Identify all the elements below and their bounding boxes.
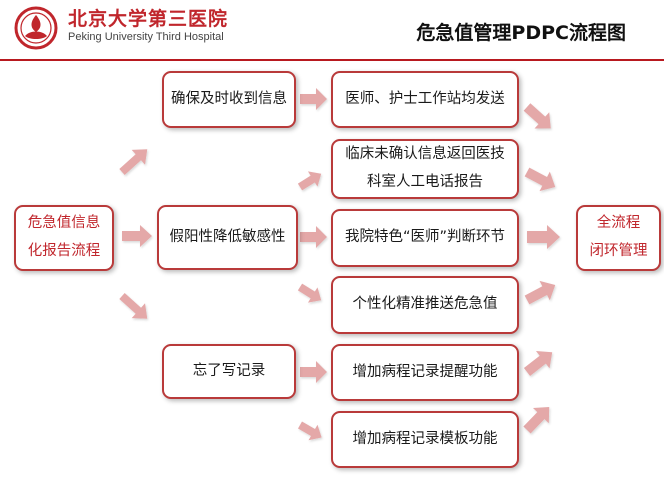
problem-box-1: 确保及时收到信息 [162, 71, 296, 128]
outcome-line-1: 全流程 [596, 215, 641, 232]
measure-box-6: 增加病程记录模板功能 [331, 411, 519, 468]
page-title: 危急值管理PDPC流程图 [416, 22, 626, 44]
measure-box-1: 医师、护士工作站均发送 [331, 71, 519, 128]
hospital-name-en: Peking University Third Hospital [68, 31, 224, 43]
arrow-problem-3-to-measure-6 [298, 421, 322, 441]
measure-3-line-1: 我院特色“医师”判断环节 [344, 229, 506, 246]
measure-box-4: 个性化精准推送危急值 [331, 276, 519, 334]
measure-5-line-1: 增加病程记录提醒功能 [352, 363, 498, 380]
problem-box-2: 假阳性降低敏感性 [157, 205, 298, 270]
arrow-start-to-problem-1 [119, 149, 148, 175]
arrow-problem-3-to-measure-5 [300, 361, 327, 383]
arrow-start-to-problem-3 [119, 293, 148, 319]
hospital-logo-icon [14, 6, 58, 50]
problem-label-3: 忘了写记录 [192, 362, 266, 379]
arrow-start-to-problem-2 [122, 225, 152, 247]
measure-2-line-2: 科室人工电话报告 [367, 174, 483, 190]
measure-box-5: 增加病程记录提醒功能 [331, 344, 519, 401]
header: 北京大学第三医院 Peking University Third Hospita… [0, 0, 664, 60]
arrow-measure-3-to-outcome [527, 225, 560, 249]
arrow-measure-5-to-outcome [523, 351, 553, 376]
measure-6-line-1: 增加病程记录模板功能 [352, 430, 498, 447]
hospital-name-cn: 北京大学第三医院 [68, 8, 229, 30]
measure-2-line-1: 临床未确认信息返回医技 [345, 146, 505, 163]
start-line-2: 化报告流程 [27, 243, 101, 259]
header-divider [0, 59, 664, 61]
problem-box-3: 忘了写记录 [162, 344, 296, 399]
measure-box-3: 我院特色“医师”判断环节 [331, 209, 519, 267]
measure-1-line-1: 医师、护士工作站均发送 [345, 90, 505, 107]
arrow-problem-2-to-measure-2 [297, 171, 322, 191]
arrow-measure-2-to-outcome [524, 167, 556, 192]
measure-4-line-1: 个性化精准推送危急值 [352, 296, 498, 313]
start-line-1: 危急值信息 [27, 215, 101, 232]
problem-label-1: 确保及时收到信息 [171, 90, 287, 107]
outcome-line-2: 闭环管理 [589, 243, 648, 259]
problem-label-2: 假阳性降低敏感性 [169, 228, 286, 245]
arrow-problem-1-to-measure-1 [300, 88, 327, 110]
arrow-problem-2-to-measure-4 [297, 283, 322, 303]
arrow-measure-4-to-outcome [524, 280, 556, 305]
arrow-problem-2-to-measure-3 [300, 226, 327, 248]
outcome-box: 全流程 闭环管理 [576, 205, 661, 271]
arrow-measure-1-to-outcome [523, 103, 551, 129]
arrow-group [119, 88, 560, 441]
start-box: 危急值信息 化报告流程 [14, 205, 114, 271]
arrow-measure-6-to-outcome [523, 406, 550, 434]
measure-box-2: 临床未确认信息返回医技 科室人工电话报告 [331, 139, 519, 199]
